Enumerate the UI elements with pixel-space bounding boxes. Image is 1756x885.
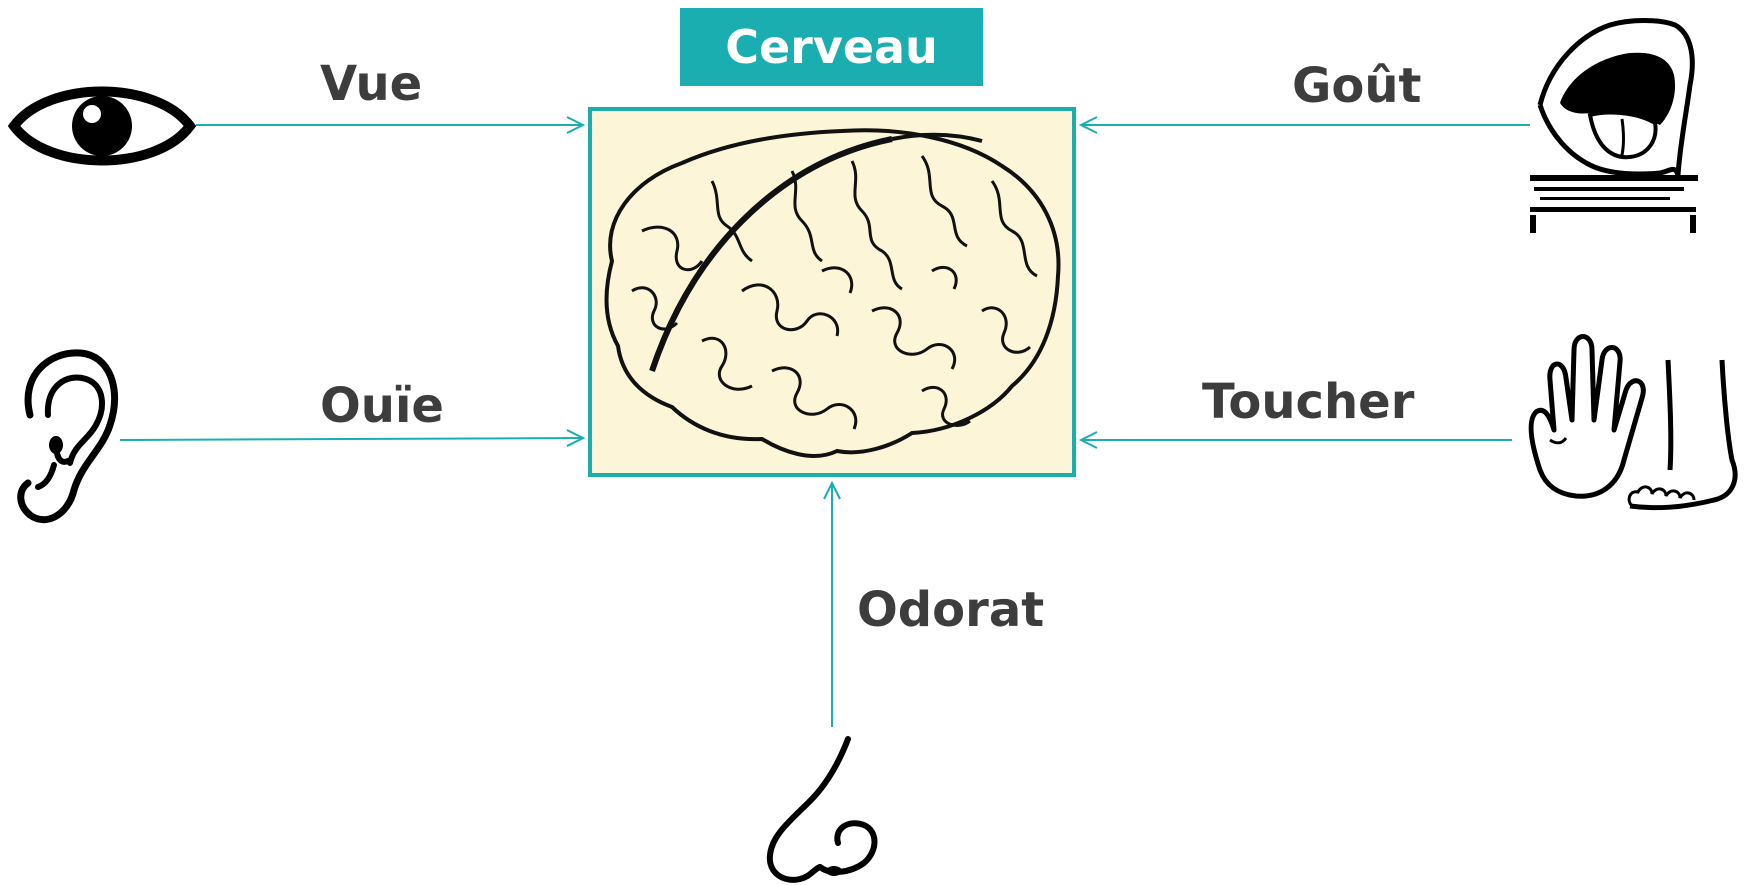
eye-icon — [8, 72, 196, 182]
nose-icon — [760, 735, 910, 885]
diagram-title: Cerveau — [725, 24, 938, 70]
label-vue: Vue — [320, 60, 422, 108]
label-gout: Goût — [1292, 62, 1422, 110]
brain-illustration — [592, 111, 1072, 473]
label-odorat: Odorat — [857, 586, 1044, 634]
label-ouie: Ouïe — [320, 382, 444, 430]
arrow-ouie — [120, 438, 583, 440]
title-box: Cerveau — [680, 8, 983, 86]
ear-icon — [10, 345, 120, 530]
mouth-tongue-icon — [1530, 15, 1702, 235]
label-toucher: Toucher — [1202, 378, 1414, 426]
hand-foot-icon — [1510, 320, 1750, 520]
brain-box — [588, 107, 1076, 477]
